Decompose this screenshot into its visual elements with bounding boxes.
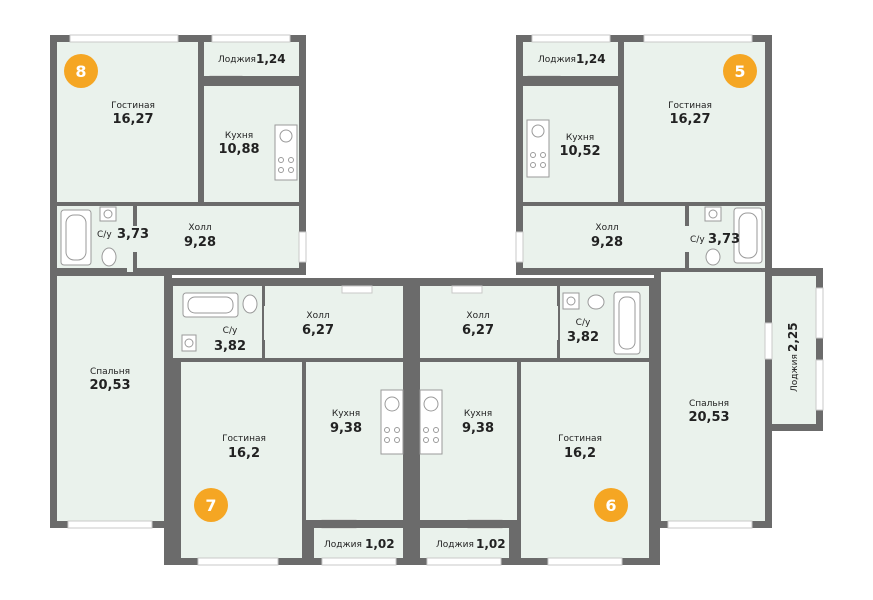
room-area: 6,27 (302, 323, 334, 338)
room-label: Кухня (332, 409, 360, 419)
toilet-icon (705, 248, 721, 266)
room-label: С/у (576, 318, 591, 328)
apt7-loggia (314, 528, 403, 558)
bathtub-icon (60, 209, 92, 266)
room-label: Кухня (566, 133, 594, 143)
room-area: 16,27 (669, 112, 710, 127)
room-label: Лоджия (436, 540, 474, 550)
room-label: Кухня (225, 131, 253, 141)
apartment-number: 6 (605, 496, 616, 515)
room-area: 3,73 (117, 227, 149, 242)
sink-icon (181, 334, 197, 352)
apt6-loggia (420, 528, 509, 558)
apt7-living-room (181, 362, 302, 558)
room-area: 3,82 (567, 330, 599, 345)
stove-icon (526, 119, 550, 178)
apartment-badge (594, 488, 628, 522)
room-area: 9,38 (462, 421, 494, 436)
apt5-bedroom (661, 272, 765, 521)
apartment-7: 7 С/у 3,82 Холл 6,27 Кухня 9,38 Гостиная… (164, 278, 412, 566)
room-area: 20,53 (688, 410, 729, 425)
apt5-hall (523, 206, 685, 268)
apt5-loggia (523, 42, 618, 76)
apartment-badge (194, 488, 228, 522)
stove-icon (380, 389, 404, 455)
room-label: Холл (466, 311, 489, 321)
room-label: Лоджия (324, 540, 362, 550)
apartment-number: 8 (75, 62, 86, 81)
apt7-hall (264, 286, 403, 358)
apt6-living-room (521, 362, 649, 558)
room-label: Гостиная (111, 101, 155, 111)
room-label: Гостиная (558, 434, 602, 444)
apartment-badge (723, 54, 757, 88)
apt5-loggia-2 (772, 276, 816, 424)
sink-icon (562, 292, 580, 310)
partitions (57, 42, 765, 558)
room-label: Лоджия (538, 55, 576, 65)
sink-icon (99, 206, 117, 222)
room-label: Гостиная (668, 101, 712, 111)
apt8-hall (137, 206, 299, 268)
room-area: 2,25 (786, 322, 800, 352)
stove-icon (274, 124, 298, 181)
bathtub-icon (733, 207, 763, 264)
sink-icon (704, 206, 722, 222)
bathtub-icon (182, 292, 239, 318)
room-label: Спальня (689, 399, 729, 409)
room-label: С/у (223, 326, 238, 336)
room-label: С/у (97, 230, 112, 240)
apartment-badge (64, 54, 98, 88)
apt8-bedroom (57, 276, 164, 521)
apartment-8: 8 Гостиная 16,27 Лоджия 1,24 Кухня 10,88… (50, 34, 307, 529)
room-area: 9,28 (184, 235, 216, 250)
apartment-5: 5 Лоджия 1,24 Гостиная 16,27 Кухня 10,52… (515, 34, 824, 529)
room-area: 10,52 (559, 144, 600, 159)
room-area: 6,27 (462, 323, 494, 338)
room-area: 3,73 (708, 232, 740, 247)
room-label: Лоджия (218, 55, 256, 65)
room-area: 16,2 (228, 446, 260, 461)
room-label: Холл (595, 223, 618, 233)
apartment-number: 7 (205, 496, 216, 515)
apartment-6: 6 Холл 6,27 С/у 3,82 Кухня 9,38 Гостиная… (412, 278, 660, 566)
room-label: Холл (306, 311, 329, 321)
room-area: 1,02 (365, 537, 395, 551)
room-label: Спальня (90, 367, 130, 377)
apt8-loggia (204, 42, 299, 76)
room-area: 1,24 (256, 52, 286, 66)
apartment-number: 5 (734, 62, 745, 81)
room-area: 9,28 (591, 235, 623, 250)
room-label: Холл (188, 223, 211, 233)
room-area: 20,53 (89, 378, 130, 393)
room-label: Гостиная (222, 434, 266, 444)
room-area: 1,02 (476, 537, 506, 551)
room-area: 10,88 (218, 142, 259, 157)
toilet-icon (242, 294, 258, 314)
room-label: Кухня (464, 409, 492, 419)
apt6-hall (420, 286, 558, 358)
room-area: 16,2 (564, 446, 596, 461)
room-label: Лоджия (790, 354, 800, 392)
room-area: 1,24 (576, 52, 606, 66)
toilet-icon (101, 247, 117, 267)
room-area: 3,82 (214, 339, 246, 354)
bathtub-icon (613, 291, 641, 355)
room-area: 9,38 (330, 421, 362, 436)
room-label: С/у (690, 235, 705, 245)
toilet-icon (587, 294, 605, 310)
stove-icon (419, 389, 443, 455)
room-area: 16,27 (112, 112, 153, 127)
